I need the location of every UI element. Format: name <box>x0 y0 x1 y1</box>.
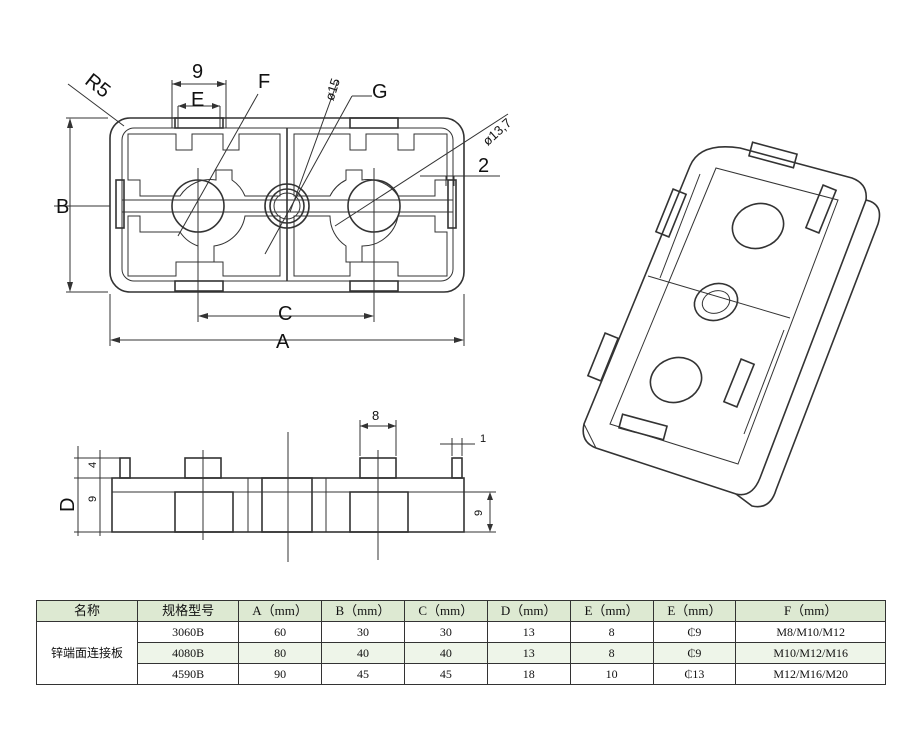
isometric-view <box>582 141 881 508</box>
table-cell: 45 <box>321 663 405 685</box>
table-cell: 40 <box>403 642 488 664</box>
spec-table: 名称 规格型号 A（mm） B（mm） C（mm） D（mm） E（mm） E（… <box>35 600 886 685</box>
table-row: 4590B 90 45 45 18 10 ₵13 M12/M16/M20 <box>37 663 886 685</box>
table-cell: 30 <box>321 621 405 643</box>
table-cell: 13 <box>486 642 571 664</box>
label-b: B <box>56 196 69 218</box>
label-g: G <box>372 81 388 103</box>
table-cell: 45 <box>403 663 488 685</box>
table-cell: M8/M10/M12 <box>735 621 886 643</box>
table-cell: 30 <box>403 621 488 643</box>
table-cell: 80 <box>238 642 322 664</box>
header-b: B（mm） <box>321 600 405 622</box>
table-header-row: 名称 规格型号 A（mm） B（mm） C（mm） D（mm） E（mm） E（… <box>35 600 886 622</box>
label-f: F <box>258 71 270 93</box>
header-e2: E（mm） <box>652 600 737 622</box>
top-view <box>54 79 509 346</box>
table-cell: ₵9 <box>652 642 737 664</box>
header-model: 规格型号 <box>137 600 240 622</box>
table-cell: 90 <box>238 663 322 685</box>
label-phi13-7: ø13,7 <box>480 115 515 148</box>
table-cell: 60 <box>238 621 322 643</box>
label-dim1: 1 <box>480 433 486 445</box>
table-cell: 3060B <box>137 621 240 643</box>
table-cell: 4080B <box>137 642 240 664</box>
table-cell: 40 <box>321 642 405 664</box>
header-name: 名称 <box>35 600 139 622</box>
table-row: 4080B 80 40 40 13 8 ₵9 M10/M12/M16 <box>37 642 886 664</box>
label-a: A <box>276 331 290 353</box>
table-cell: ₵9 <box>652 621 737 643</box>
table-cell: 18 <box>486 663 571 685</box>
table-cell: 13 <box>486 621 571 643</box>
header-c: C（mm） <box>403 600 488 622</box>
header-f: F（mm） <box>735 600 886 622</box>
header-e: E（mm） <box>569 600 654 622</box>
table-cell: ₵13 <box>652 663 737 685</box>
label-dim9-top: 9 <box>192 61 203 83</box>
front-view <box>74 420 496 562</box>
label-dim9-right: 9 <box>473 510 485 516</box>
label-dim4: 4 <box>87 462 99 468</box>
label-phi15: ø15 <box>322 76 343 102</box>
label-d: D <box>57 498 79 512</box>
table-cell: M10/M12/M16 <box>735 642 886 664</box>
table-cell: 8 <box>569 621 654 643</box>
header-d: D（mm） <box>486 600 571 622</box>
table-cell: 8 <box>569 642 654 664</box>
label-c: C <box>278 303 292 325</box>
table-cell: 4590B <box>137 663 240 685</box>
label-dim2: 2 <box>478 155 489 177</box>
table-row: 锌端面连接板 3060B 60 30 30 13 8 ₵9 M8/M10/M12 <box>35 621 886 685</box>
technical-drawing: R5 9 E F ø15 G ø13,7 2 B C A 8 1 4 D 9 9 <box>54 61 881 562</box>
header-a: A（mm） <box>238 600 322 622</box>
label-dim8: 8 <box>372 408 379 423</box>
label-e: E <box>191 89 204 111</box>
label-dim9-left: 9 <box>87 496 99 502</box>
table-cell: 10 <box>569 663 654 685</box>
product-name-cell: 锌端面连接板 <box>35 621 139 685</box>
table-cell: M12/M16/M20 <box>735 663 886 685</box>
